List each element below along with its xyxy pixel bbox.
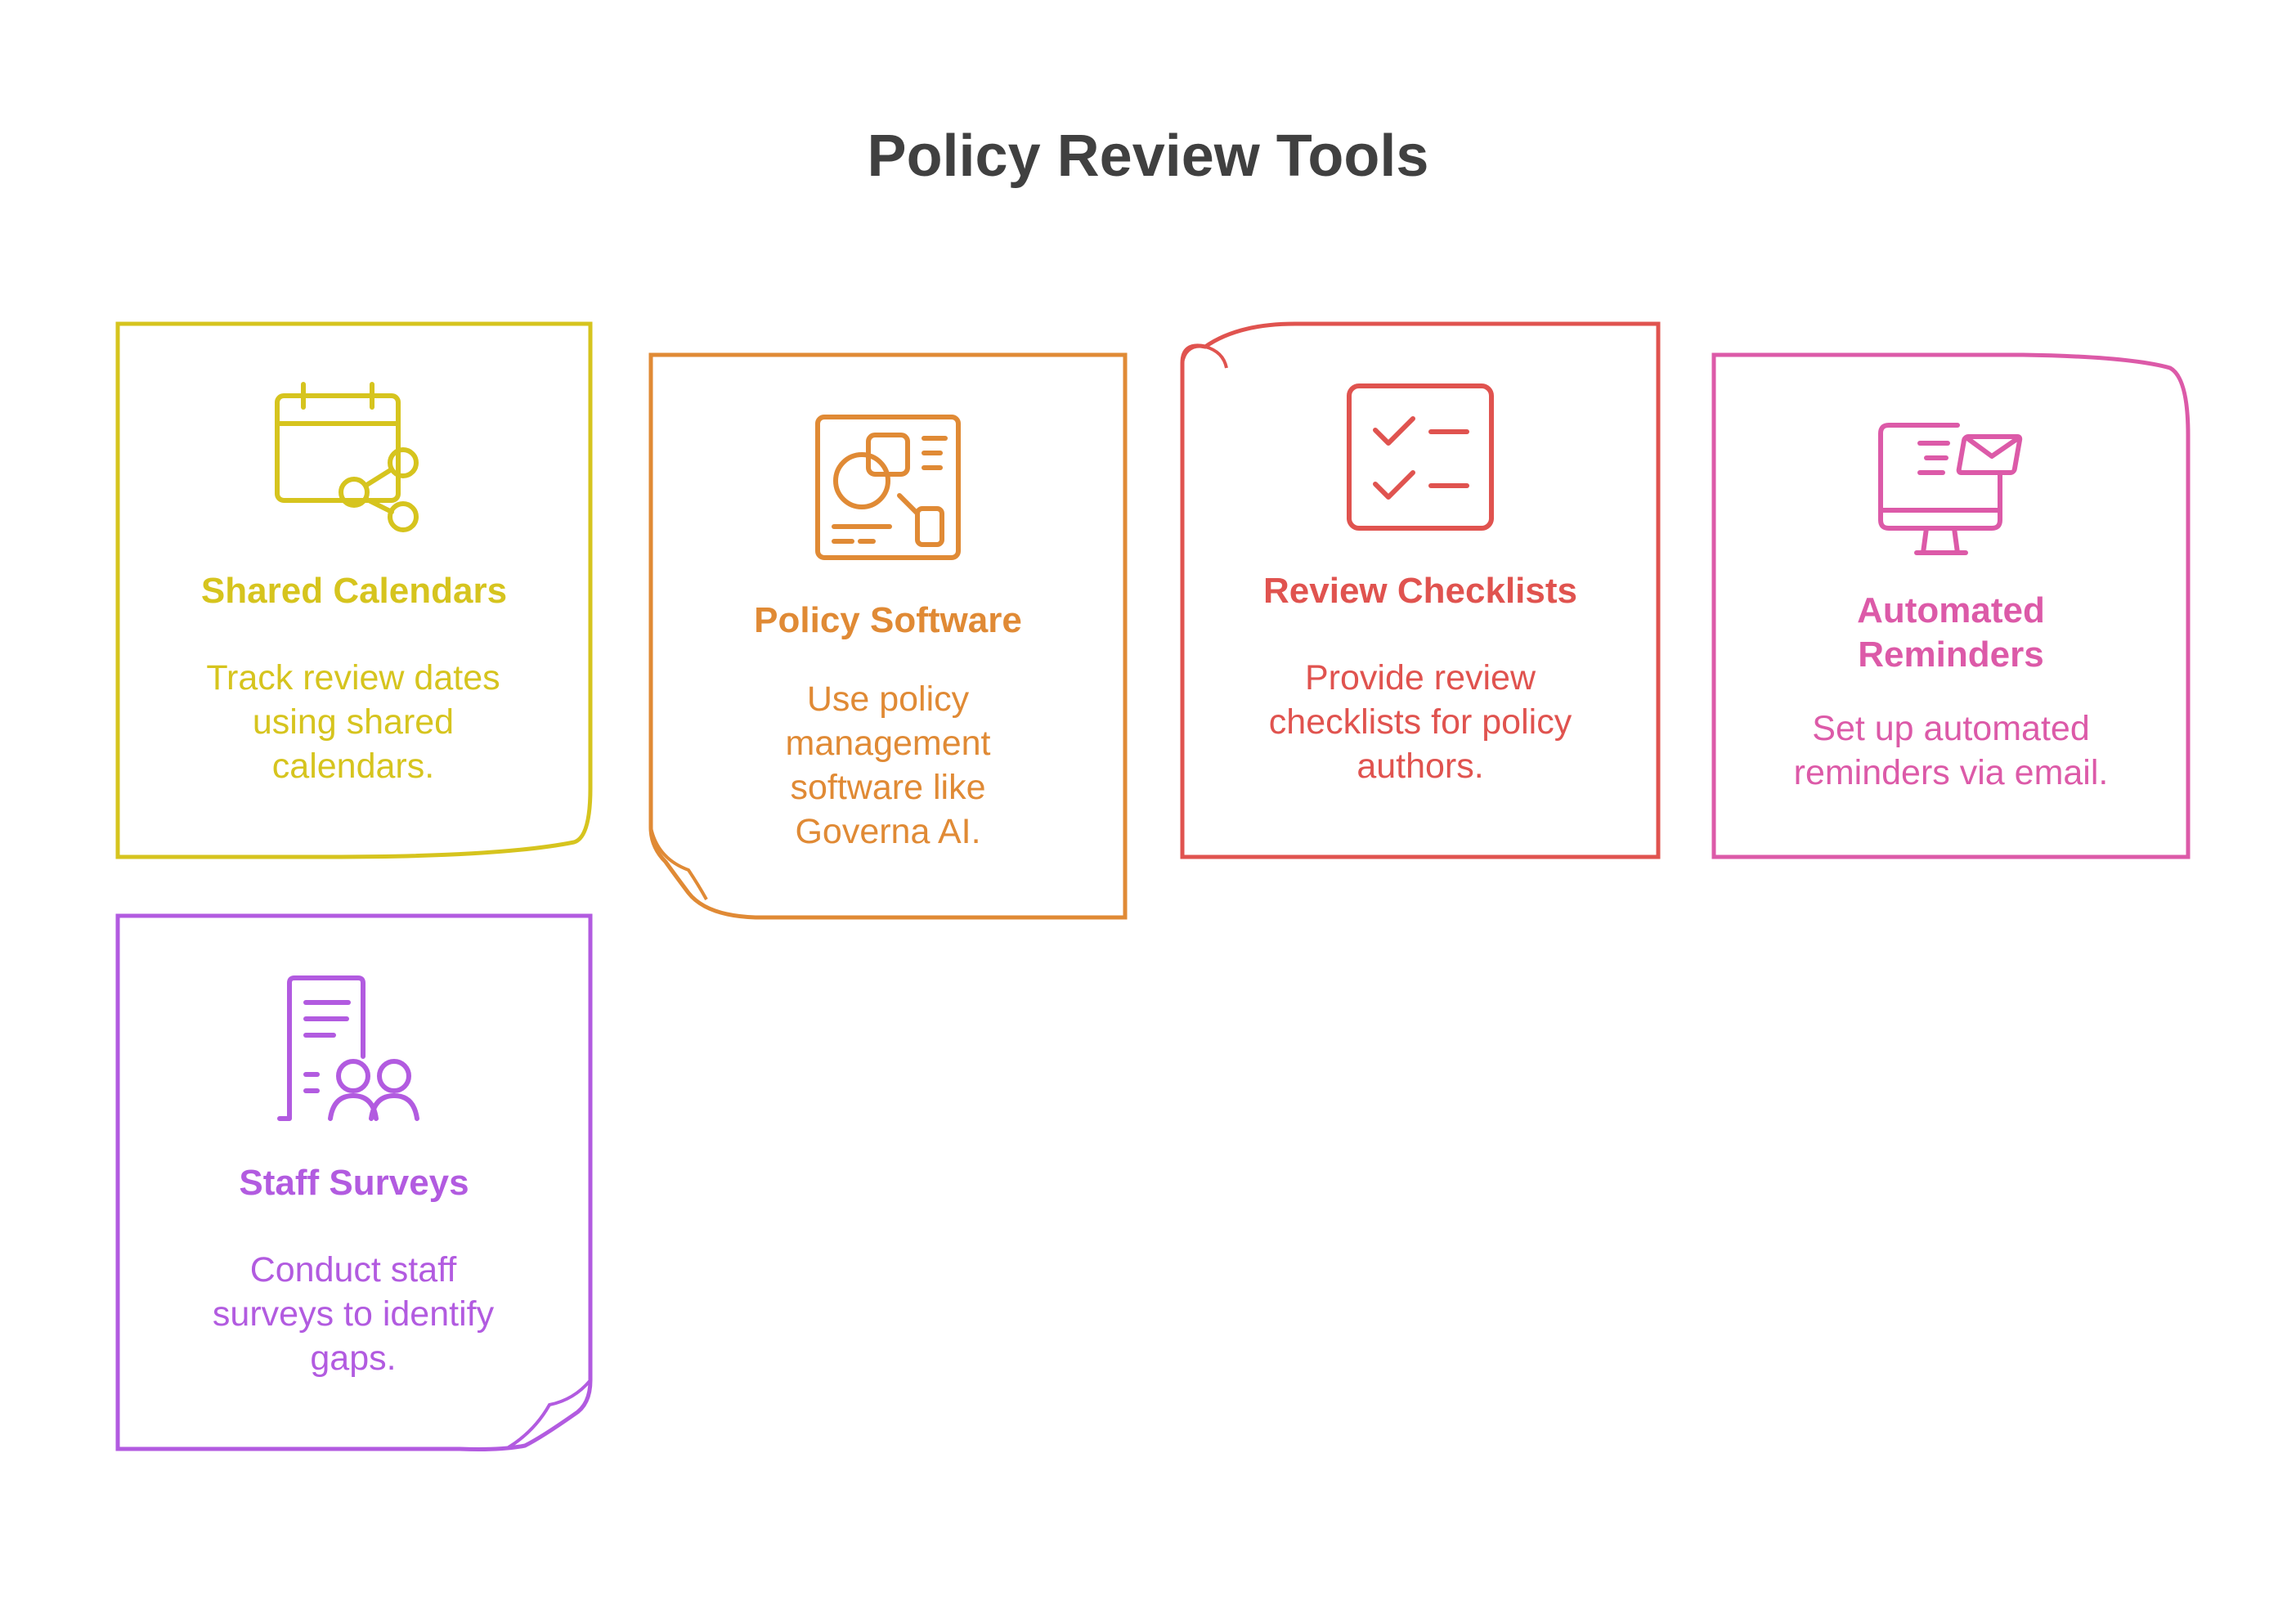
survey-people-icon bbox=[277, 975, 419, 1121]
card-title: Policy Software bbox=[754, 600, 1022, 640]
dashboard-software-icon bbox=[815, 415, 961, 560]
calendar-share-icon bbox=[275, 382, 419, 532]
card-title: Shared Calendars bbox=[200, 571, 508, 611]
card-review-checklists: Review Checklists Provide review checkli… bbox=[1180, 321, 1661, 859]
card-description: Conduct staff surveys to identify gaps. bbox=[212, 1250, 495, 1378]
page-title: Policy Review Tools bbox=[867, 123, 1429, 189]
card-frame bbox=[1711, 352, 2191, 859]
card-description: Use policy management software like Gove… bbox=[785, 679, 991, 851]
card-title: Review Checklists bbox=[1263, 571, 1577, 611]
card-shared-calendars: Shared Calendars Track review dates usin… bbox=[115, 321, 593, 859]
card-description: Track review dates using shared calendar… bbox=[206, 658, 500, 786]
card-frame bbox=[1180, 321, 1661, 859]
card-policy-software: Policy Software Use policy management so… bbox=[648, 352, 1128, 920]
card-description: Set up automated reminders via email. bbox=[1793, 709, 2109, 792]
card-frame bbox=[115, 321, 593, 859]
card-staff-surveys: Staff Surveys Conduct staff surveys to i… bbox=[115, 913, 593, 1451]
card-title: Staff Surveys bbox=[239, 1163, 469, 1203]
card-title: Automated Reminders bbox=[1857, 590, 2045, 675]
checklist-icon bbox=[1347, 383, 1494, 531]
card-description: Provide review checklists for policy aut… bbox=[1268, 658, 1572, 786]
monitor-email-icon bbox=[1878, 423, 2023, 555]
card-frame bbox=[648, 352, 1128, 920]
card-automated-reminders: Automated Reminders Set up automated rem… bbox=[1711, 352, 2191, 859]
card-frame bbox=[115, 913, 593, 1451]
